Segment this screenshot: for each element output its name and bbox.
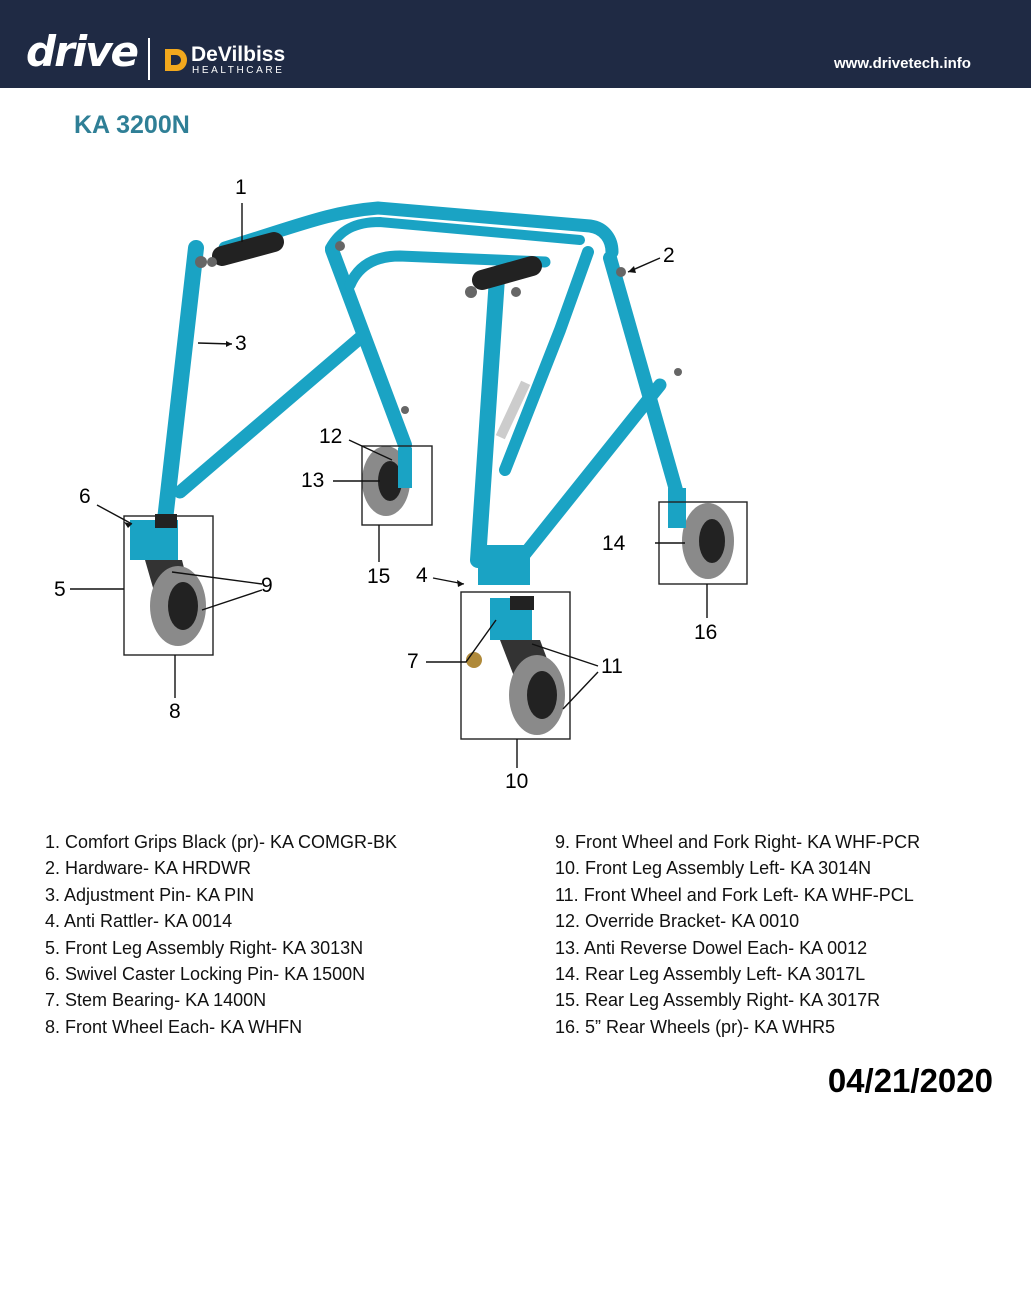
callout-10: 10 bbox=[505, 770, 529, 793]
parts-list-item: 10. Front Leg Assembly Left- KA 3014N bbox=[555, 858, 872, 879]
walker-parts-diagram: 1 2 3 4 5 6 7 8 9 10 11 12 13 14 15 16 bbox=[0, 150, 1031, 810]
callout-12: 12 bbox=[319, 425, 343, 448]
callout-11: 11 bbox=[601, 655, 623, 678]
callout-2: 2 bbox=[663, 244, 675, 267]
parts-list-left: 1. Comfort Grips Black (pr)- KA COMGR-BK… bbox=[45, 829, 397, 1040]
devilbiss-logo-sub: HEALTHCARE bbox=[192, 65, 285, 76]
parts-list-item: 13. Anti Reverse Dowel Each- KA 0012 bbox=[555, 937, 868, 958]
parts-list-right: 9. Front Wheel and Fork Right- KA WHF-PC… bbox=[555, 829, 920, 1040]
website-link[interactable]: www.drivetech.info bbox=[834, 55, 971, 72]
devilbiss-logo-icon bbox=[165, 49, 187, 71]
callout-4: 4 bbox=[416, 564, 428, 587]
callout-15: 15 bbox=[367, 565, 391, 588]
parts-list-item: 7. Stem Bearing- KA 1400N bbox=[45, 990, 267, 1011]
drive-logo: drive bbox=[26, 27, 139, 76]
parts-list-item: 4. Anti Rattler- KA 0014 bbox=[45, 911, 233, 932]
callout-7: 7 bbox=[407, 650, 419, 673]
callout-8: 8 bbox=[169, 700, 181, 723]
logo-divider bbox=[148, 38, 150, 80]
parts-list-item: 3. Adjustment Pin- KA PIN bbox=[45, 884, 255, 905]
parts-list-item: 12. Override Bracket- KA 0010 bbox=[555, 911, 800, 932]
parts-list-item: 15. Rear Leg Assembly Right- KA 3017R bbox=[555, 990, 881, 1011]
callout-6: 6 bbox=[79, 485, 91, 508]
callout-9: 9 bbox=[261, 574, 273, 597]
parts-list-item: 8. Front Wheel Each- KA WHFN bbox=[45, 1016, 303, 1037]
parts-list-item: 11. Front Wheel and Fork Left- KA WHF-PC… bbox=[555, 884, 914, 905]
parts-list-item: 6. Swivel Caster Locking Pin- KA 1500N bbox=[45, 963, 366, 984]
parts-list-item: 16. 5” Rear Wheels (pr)- KA WHR5 bbox=[555, 1016, 836, 1037]
page-title: KA 3200N bbox=[74, 111, 190, 139]
callout-3: 3 bbox=[235, 332, 247, 355]
callout-14: 14 bbox=[602, 532, 626, 555]
parts-list-item: 9. Front Wheel and Fork Right- KA WHF-PC… bbox=[555, 832, 921, 852]
callout-16: 16 bbox=[694, 621, 718, 644]
callout-1: 1 bbox=[235, 176, 247, 199]
callout-5: 5 bbox=[54, 578, 66, 601]
parts-list-item: 14. Rear Leg Assembly Left- KA 3017L bbox=[555, 963, 866, 984]
parts-list-item: 5. Front Leg Assembly Right- KA 3013N bbox=[45, 937, 364, 958]
walker-illustration bbox=[70, 201, 748, 768]
parts-list-item: 1. Comfort Grips Black (pr)- KA COMGR-BK bbox=[45, 832, 398, 852]
revision-date: 04/21/2020 bbox=[827, 1062, 993, 1099]
page-header: drive DeVilbiss HEALTHCARE www.drivetech… bbox=[0, 0, 1031, 88]
parts-list-item: 2. Hardware- KA HRDWR bbox=[45, 858, 252, 879]
callout-13: 13 bbox=[301, 469, 325, 492]
devilbiss-logo-name: DeVilbiss bbox=[191, 43, 286, 66]
